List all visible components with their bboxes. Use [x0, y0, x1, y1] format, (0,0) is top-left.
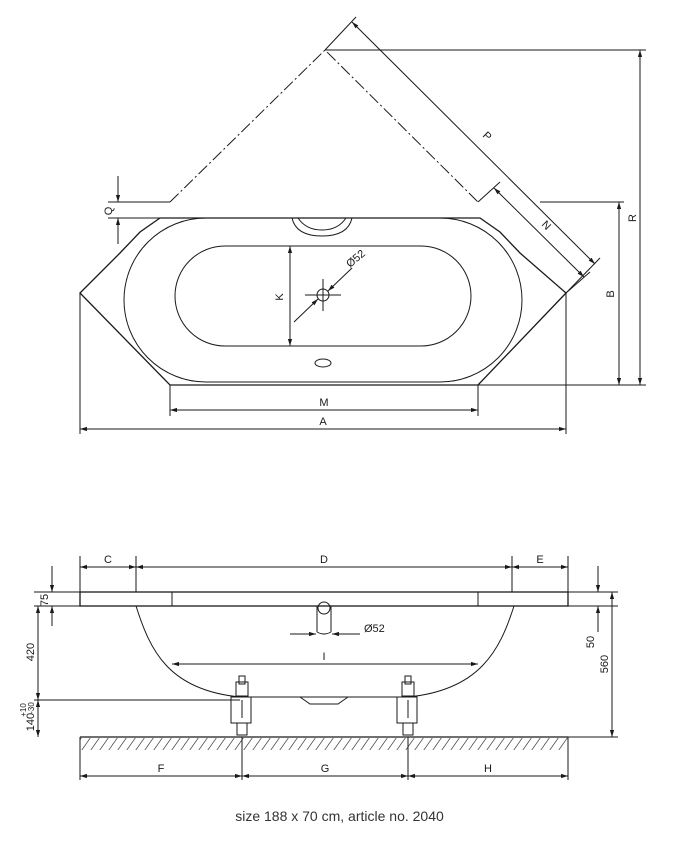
- side-rim: [79, 591, 569, 607]
- dim-K: K: [274, 293, 286, 301]
- dim-P: P: [480, 130, 494, 144]
- corner-outline: [169, 49, 479, 203]
- dim-M: M: [319, 397, 328, 409]
- caption: size 188 x 70 cm, article no. 2040: [235, 808, 444, 824]
- dim-G: G: [321, 763, 330, 775]
- dim-minus30: -30: [27, 702, 36, 714]
- side-basin: [135, 605, 515, 698]
- top-drain-label: Ø52: [344, 248, 368, 271]
- inner-basin: [174, 245, 472, 347]
- dim-H: H: [484, 763, 492, 775]
- foot-left: [230, 675, 254, 738]
- overflow-outlet: [291, 217, 353, 237]
- top-view: Ø52 K Q M A B R: [79, 16, 646, 434]
- side-view: Ø52 C D E: [19, 554, 618, 780]
- outer-basin: [123, 217, 523, 383]
- dim-C: C: [104, 554, 112, 566]
- dim-F: F: [158, 763, 165, 775]
- dim-A: A: [319, 416, 327, 428]
- front-hole: [314, 358, 332, 368]
- dim-B: B: [605, 290, 617, 297]
- dim-D: D: [320, 554, 328, 566]
- dim-Q: Q: [103, 206, 115, 215]
- foot-right: [396, 675, 420, 738]
- dim-560: 560: [599, 655, 611, 673]
- dim-E: E: [536, 554, 543, 566]
- dim-420: 420: [25, 643, 37, 661]
- dim-I: I: [322, 651, 325, 663]
- dim-75: 75: [39, 594, 51, 606]
- dim-50: 50: [585, 636, 597, 648]
- side-drain-label: Ø52: [364, 623, 385, 635]
- dim-R: R: [627, 214, 639, 222]
- dim-plus10: +10: [19, 703, 28, 717]
- dim-140: 140: [25, 713, 37, 731]
- floor-hatch: [80, 738, 568, 750]
